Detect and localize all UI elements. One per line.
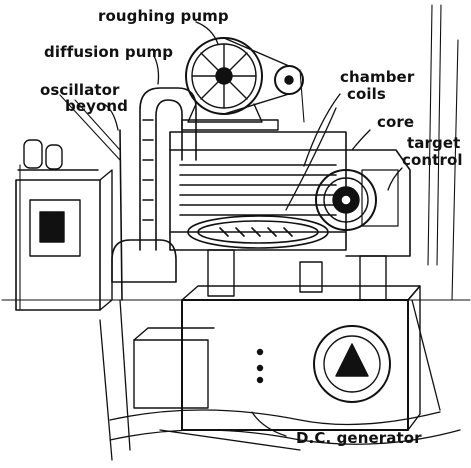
label-coils: coils [347,85,386,103]
label-core: core [377,113,415,131]
roughing-pump [181,37,304,131]
label-target: target [407,134,461,152]
label-diffusion-pump: diffusion pump [44,43,174,61]
label-roughing-pump: roughing pump [98,7,229,25]
pillars [207,249,387,301]
leader-lines [103,21,403,437]
oscillator-cabinet [15,139,113,311]
floor-base [99,299,461,461]
label-beyond: beyond [65,97,129,115]
label-dc-generator: D.C. generator [296,429,422,447]
label-oscillator: oscillator [40,81,120,99]
label-chamber: chamber [340,68,415,86]
diffusion-pump [111,87,197,301]
target-control-wheel [315,169,399,231]
label-control: control [402,151,463,169]
dc-generator [133,285,421,431]
chamber-coils [169,131,411,257]
